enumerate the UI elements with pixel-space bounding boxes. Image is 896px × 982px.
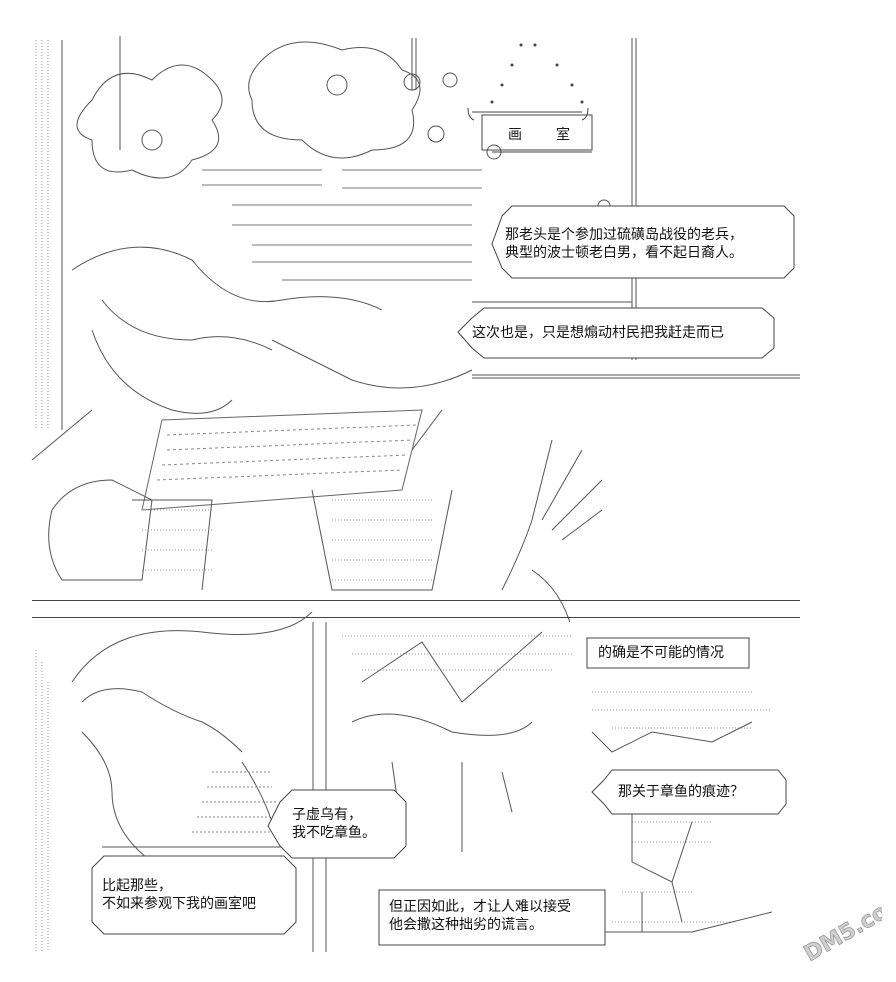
top-panel: 画 室 那老头是个参加过硫磺岛战役的老兵， 典型的波士顿老白男，看不起日裔人。 …	[31, 30, 800, 631]
top-ascii-art	[31, 36, 800, 631]
watermark-text: DM5.com	[800, 900, 882, 967]
speech-bubble-impossible: 的确是不可能的情况	[596, 644, 726, 662]
speech-line: 不如来参观下我的画室吧	[102, 896, 256, 912]
gallery-sign: 画 室	[508, 127, 580, 143]
panel-divider	[32, 600, 800, 601]
speech-line: 的确是不可能的情况	[598, 645, 724, 661]
bottom-panel: 的确是不可能的情况 那关于章鱼的痕迹？ 子虚乌有， 我不吃章鱼。 比起那些， 不…	[32, 611, 800, 952]
speech-line: 子虚乌有，	[292, 807, 362, 823]
speech-line: 那关于章鱼的痕迹？	[618, 784, 744, 800]
speech-line: 我不吃章鱼。	[292, 825, 376, 841]
narration-box: 但正因如此，才让人难以接受 他会撒这种拙劣的谎言。	[387, 898, 573, 934]
speech-line: 那老头是个参加过硫磺岛战役的老兵，	[505, 227, 743, 243]
speech-bubble-incite: 这次也是，只是想煽动村民把我赶走而已	[470, 324, 726, 342]
narration-line: 他会撒这种拙劣的谎言。	[389, 917, 543, 933]
site-watermark-logo: DM5.com	[800, 900, 882, 967]
speech-line: 这次也是，只是想煽动村民把我赶走而已	[472, 325, 724, 341]
speech-bubble-veteran: 那老头是个参加过硫磺岛战役的老兵， 典型的波士顿老白男，看不起日裔人。	[503, 226, 745, 262]
panel-divider	[32, 617, 800, 618]
bottom-ascii-art	[35, 611, 787, 952]
speech-line: 典型的波士顿老白男，看不起日裔人。	[505, 245, 743, 261]
speech-bubble-invite: 比起那些， 不如来参观下我的画室吧	[100, 877, 258, 913]
speech-bubble-denial: 子虚乌有， 我不吃章鱼。	[290, 806, 378, 842]
speech-bubble-octopus-question: 那关于章鱼的痕迹？	[616, 783, 746, 801]
speech-line: 比起那些，	[102, 878, 172, 894]
narration-line: 但正因如此，才让人难以接受	[389, 899, 571, 915]
